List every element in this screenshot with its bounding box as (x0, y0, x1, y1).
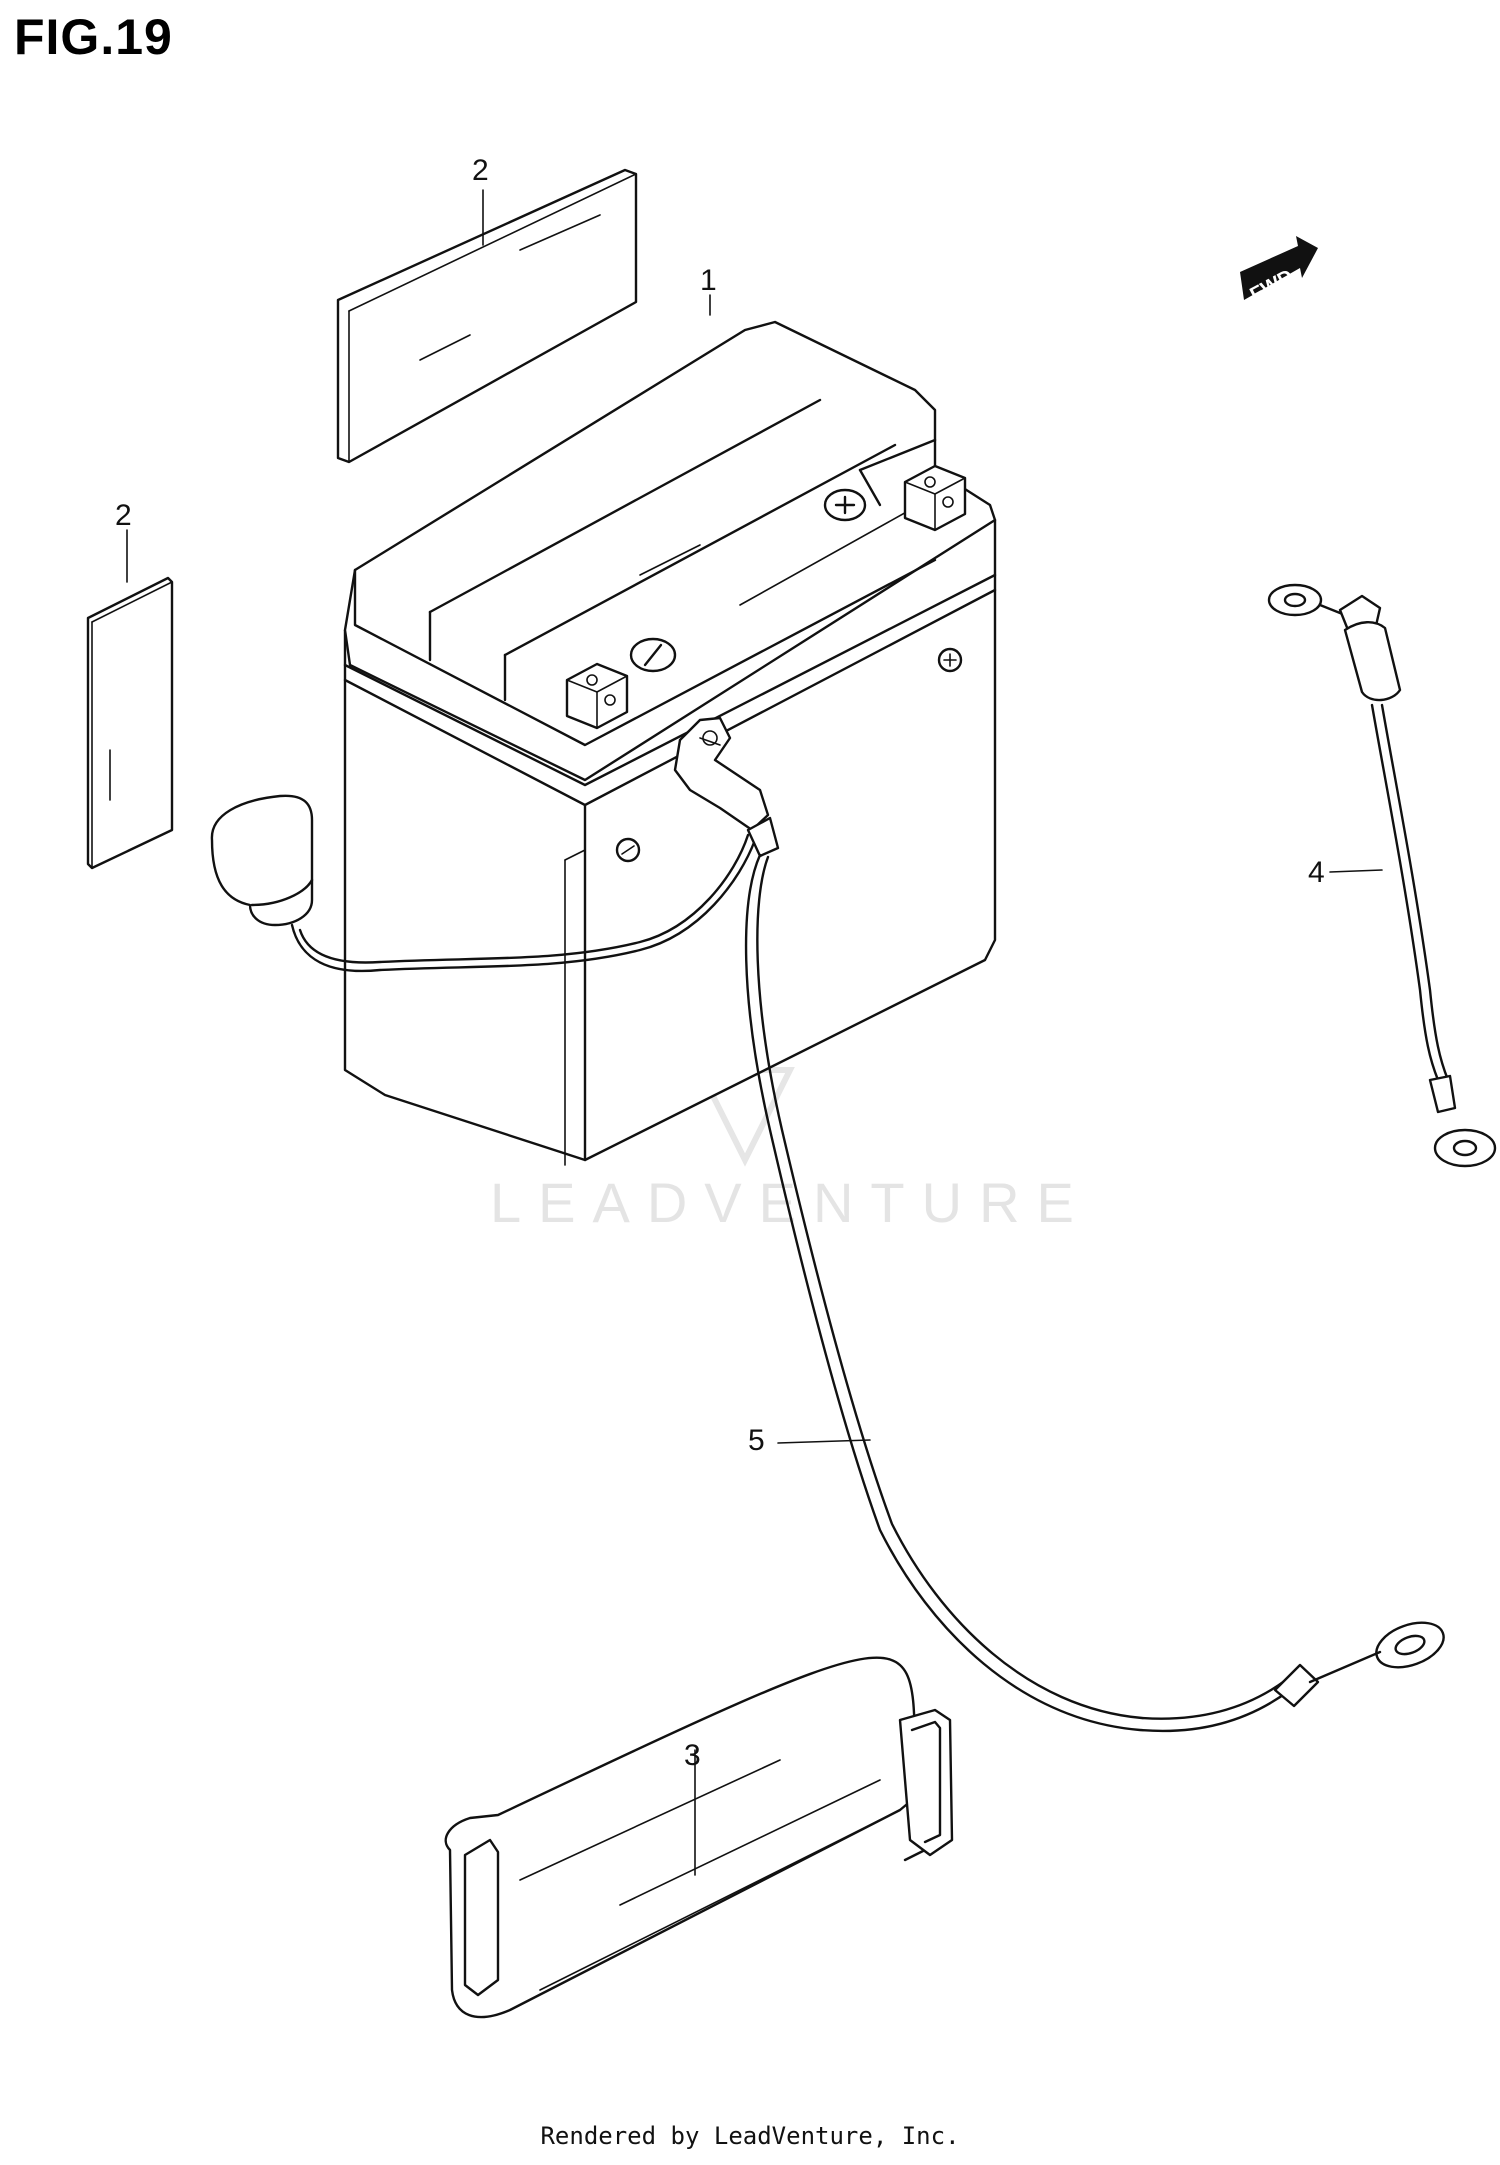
callout-2-top: 2 (472, 154, 489, 187)
part-battery (343, 320, 997, 1166)
negative-terminal (565, 662, 629, 730)
part-long-cable (673, 716, 1445, 1733)
footer-credit: Rendered by LeadVenture, Inc. (540, 2122, 960, 2150)
positive-terminal (903, 464, 967, 532)
plus-side-mark-icon (937, 647, 963, 673)
minus-side-mark-icon (615, 837, 641, 863)
leader-lines (126, 189, 1383, 1876)
callout-5: 5 (748, 1424, 765, 1457)
callout-3: 3 (684, 1739, 701, 1772)
part-short-cable (1267, 583, 1497, 1168)
part-label-top (336, 168, 638, 464)
figure-title: FIG.19 (14, 9, 173, 65)
plus-mark-icon (823, 488, 867, 522)
vent-cap (210, 794, 764, 973)
part-band (444, 1656, 954, 2019)
minus-mark-icon (629, 637, 677, 673)
callout-2-side: 2 (115, 499, 132, 532)
part-label-side (86, 576, 174, 870)
callout-4: 4 (1308, 856, 1325, 889)
fwd-arrow-icon: FWD (1240, 236, 1318, 306)
callout-1: 1 (700, 264, 717, 297)
